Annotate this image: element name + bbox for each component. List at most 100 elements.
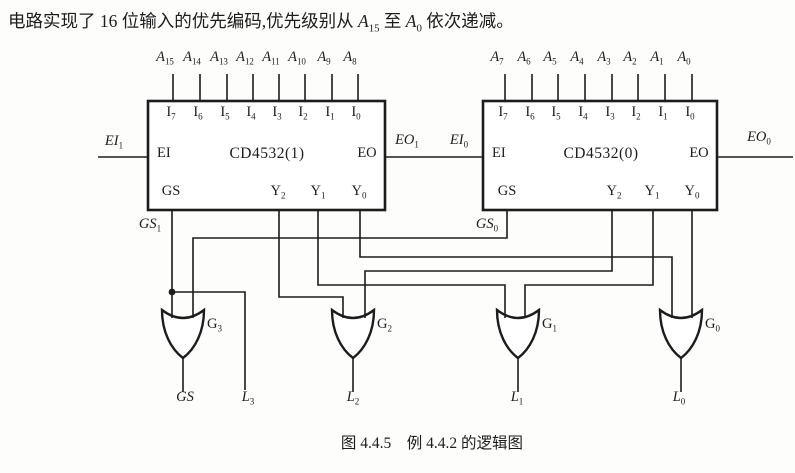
subscript: 5	[225, 111, 230, 122]
signal-text: GS	[497, 183, 517, 199]
subscript: 0	[356, 111, 361, 122]
subscript: 2	[636, 111, 641, 122]
chip1-i0-pin-label: I0	[351, 105, 361, 122]
chip1-i4-pin-label: I4	[246, 105, 255, 121]
chip0-i5-pin-label: I5	[551, 105, 561, 122]
chip0-ei-pin-label: EI	[492, 146, 506, 161]
a15-input-label: A15	[156, 50, 174, 67]
gs1-signal-label: GS1	[139, 217, 161, 233]
a10-input-label: A10	[288, 50, 306, 67]
signal-text: 依次递减。	[421, 11, 514, 31]
signal-text: A	[183, 49, 192, 65]
subscript: 1	[518, 396, 524, 407]
signal-text: I	[605, 104, 611, 120]
signal-text: EI	[449, 132, 464, 148]
eo0-signal-label: EO0	[747, 129, 771, 146]
a7-input-label: A7	[490, 50, 503, 66]
subscript: 6	[526, 56, 531, 67]
subscript: 12	[244, 56, 254, 67]
chip0-i6-pin-label: I6	[525, 104, 534, 121]
subscript: 3	[249, 396, 255, 407]
subscript: 5	[552, 56, 557, 67]
a13-input-label: A13	[210, 50, 228, 66]
signal-text: A	[343, 49, 353, 65]
a3-input-label: A3	[597, 49, 610, 66]
subscript: 0	[361, 190, 367, 201]
subscript: 15	[164, 56, 174, 67]
chip0-i2-pin-label: I2	[631, 104, 641, 122]
signal-text: GS	[161, 183, 181, 199]
subscript: 1	[552, 323, 557, 334]
signal-text: I	[272, 104, 278, 120]
subscript: 0	[686, 56, 691, 67]
a0-input-label: A0	[677, 50, 691, 67]
signal-text: A	[262, 49, 272, 65]
a4-input-label: A4	[570, 49, 583, 66]
chip1-i5-pin-label: I5	[220, 105, 230, 122]
a1-input-label: A1	[650, 50, 663, 66]
signal-text: EI	[492, 145, 506, 161]
subscript: 2	[387, 323, 392, 334]
subscript: 2	[280, 190, 286, 201]
signal-text: 至	[379, 11, 406, 31]
chip1-i1-pin-label: I1	[325, 105, 334, 121]
chip1-y1-pin-label: Y1	[311, 184, 326, 201]
chip0-i7-pin-label: I7	[498, 105, 508, 122]
a5-input-label: A5	[543, 50, 557, 67]
output-label-l0: L0	[672, 389, 686, 406]
signal-text: EO	[689, 145, 709, 161]
chip1-i6-pin-label: I6	[193, 105, 203, 122]
a8-input-label: A8	[343, 49, 356, 66]
signal-text: I	[631, 104, 637, 120]
chip0-i4-pin-label: I4	[578, 105, 587, 121]
a2-input-label: A2	[623, 50, 636, 66]
gs0-signal-label: GS0	[476, 217, 498, 233]
subscript: 6	[198, 111, 203, 122]
subscript: 0	[463, 139, 469, 150]
chip0-name-label: CD4532(0)	[563, 146, 638, 162]
signal-text: I	[525, 104, 531, 120]
subscript: 1	[414, 139, 419, 150]
chip-box-CD4532-1-	[146, 99, 387, 212]
chip1-y0-pin-label: Y0	[352, 184, 367, 201]
signal-text: G	[207, 316, 218, 332]
eo1-signal-label: EO1	[395, 132, 419, 150]
subscript: 0	[416, 22, 422, 35]
chip1-y2-pin-label: Y2	[270, 183, 286, 201]
chip0-y0-pin-label: Y0	[685, 184, 700, 200]
signal-text: L	[346, 389, 355, 405]
subscript: 10	[296, 56, 306, 67]
signal-text: I	[658, 104, 664, 120]
y0-chip1-wire	[359, 210, 673, 318]
signal-text: L	[672, 389, 681, 405]
signal-text: L	[510, 389, 519, 405]
signal-text: A	[405, 11, 417, 31]
signal-text: EI	[157, 145, 171, 161]
signal-text: Y	[270, 183, 281, 199]
y1-chip1-wire	[317, 210, 506, 318]
signal-text: A	[597, 49, 607, 65]
signal-text: A	[570, 49, 580, 65]
gate-label-g2: G2	[377, 316, 392, 334]
or-gate-g1	[495, 307, 541, 360]
chip1-gs-pin-label: GS	[162, 184, 181, 199]
subscript: 5	[556, 111, 561, 122]
signal-text: EO	[747, 129, 767, 145]
signal-text: A	[236, 49, 245, 65]
signal-text: A	[358, 11, 369, 31]
chip1-name-label: CD4532(1)	[229, 146, 304, 162]
signal-text: EO	[395, 132, 415, 148]
signal-text: EI	[104, 133, 119, 149]
figure-caption: 图 4.4.5 例 4.4.2 的逻辑图	[340, 435, 524, 452]
subscript: 1	[320, 190, 326, 201]
signal-text: CD4532(1)	[229, 145, 305, 162]
subscript: 9	[326, 56, 331, 67]
chip0-i3-pin-label: I3	[605, 104, 614, 121]
signal-text: EO	[357, 145, 377, 161]
signal-text: 电路实现了 16 位输入的优先编码,优先级别从	[8, 11, 358, 31]
subscript: 7	[503, 111, 508, 122]
signal-text: G	[377, 316, 388, 332]
or-gate-g2	[330, 307, 376, 360]
chip-box-CD4532-0-	[481, 99, 719, 212]
